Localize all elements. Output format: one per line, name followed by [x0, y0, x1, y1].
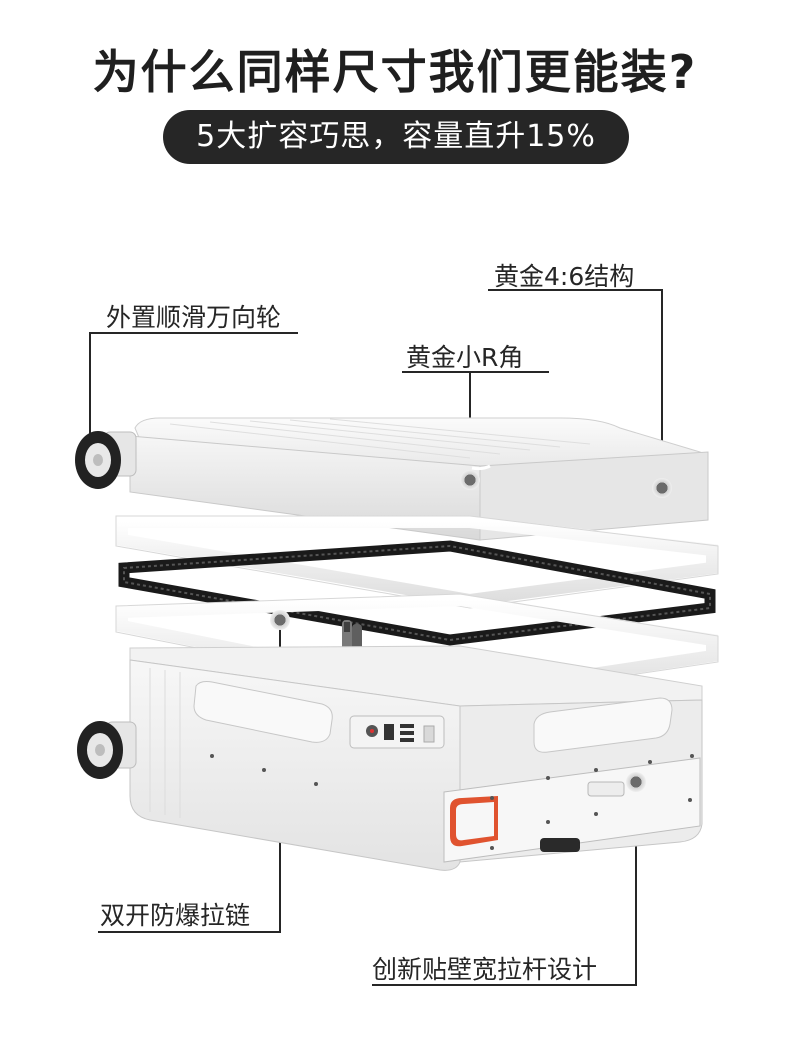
callout-trolley: 创新贴壁宽拉杆设计 — [372, 955, 598, 984]
wheel-icon-bottom — [77, 721, 137, 779]
wheel-icon-top — [75, 431, 137, 489]
subtitle-badge: 5大扩容巧思，容量直升15% — [163, 110, 629, 164]
page-title: 为什么同样尺寸我们更能装? — [92, 45, 698, 99]
lower-frame — [116, 593, 718, 701]
callout-markers — [270, 470, 672, 792]
callout-structure: 黄金4:6结构 — [494, 262, 635, 291]
callout-corner: 黄金小R角 — [406, 343, 524, 372]
suitcase-body — [129, 645, 703, 871]
suitcase-lid — [129, 417, 709, 541]
callout-wheels: 外置顺滑万向轮 — [106, 303, 282, 332]
upper-frame — [116, 516, 718, 607]
callout-zipper: 双开防爆拉链 — [100, 901, 251, 930]
